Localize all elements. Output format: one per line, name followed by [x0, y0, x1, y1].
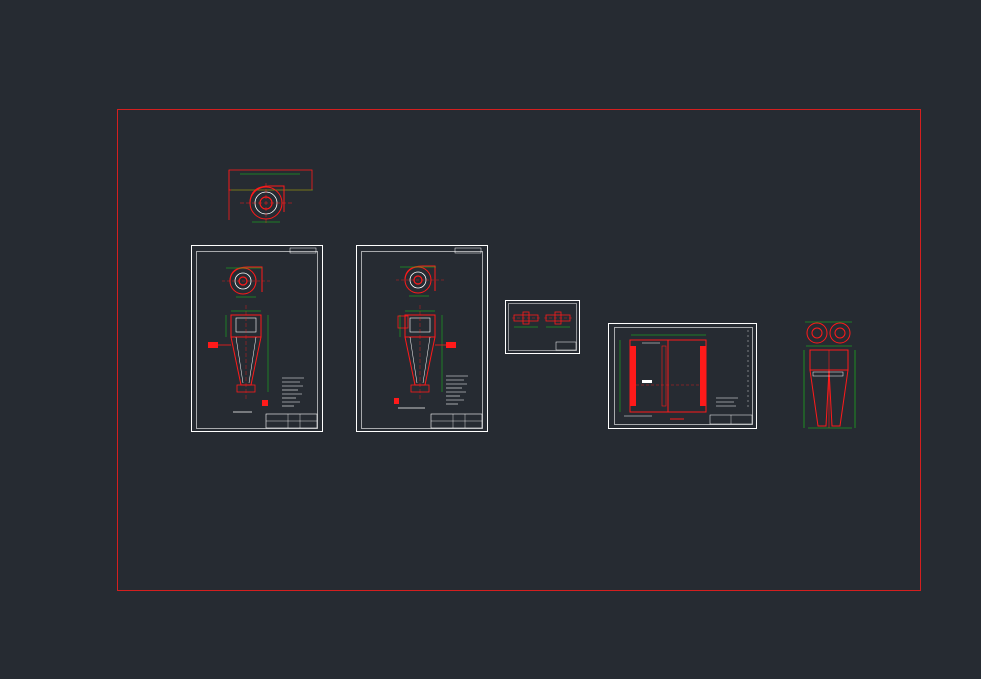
sheet-3-flange-details[interactable]	[505, 300, 580, 354]
sheet-4-box-layout[interactable]	[608, 323, 757, 429]
sheet-1-cyclone-assembly[interactable]	[191, 245, 323, 432]
cyclone-top-view-sketch[interactable]	[228, 169, 313, 225]
drawing-limits-frame	[117, 109, 921, 591]
sheet-5-twin-cyclone-sketch[interactable]	[803, 321, 856, 429]
sheet-2-cyclone-assembly[interactable]	[356, 245, 488, 432]
